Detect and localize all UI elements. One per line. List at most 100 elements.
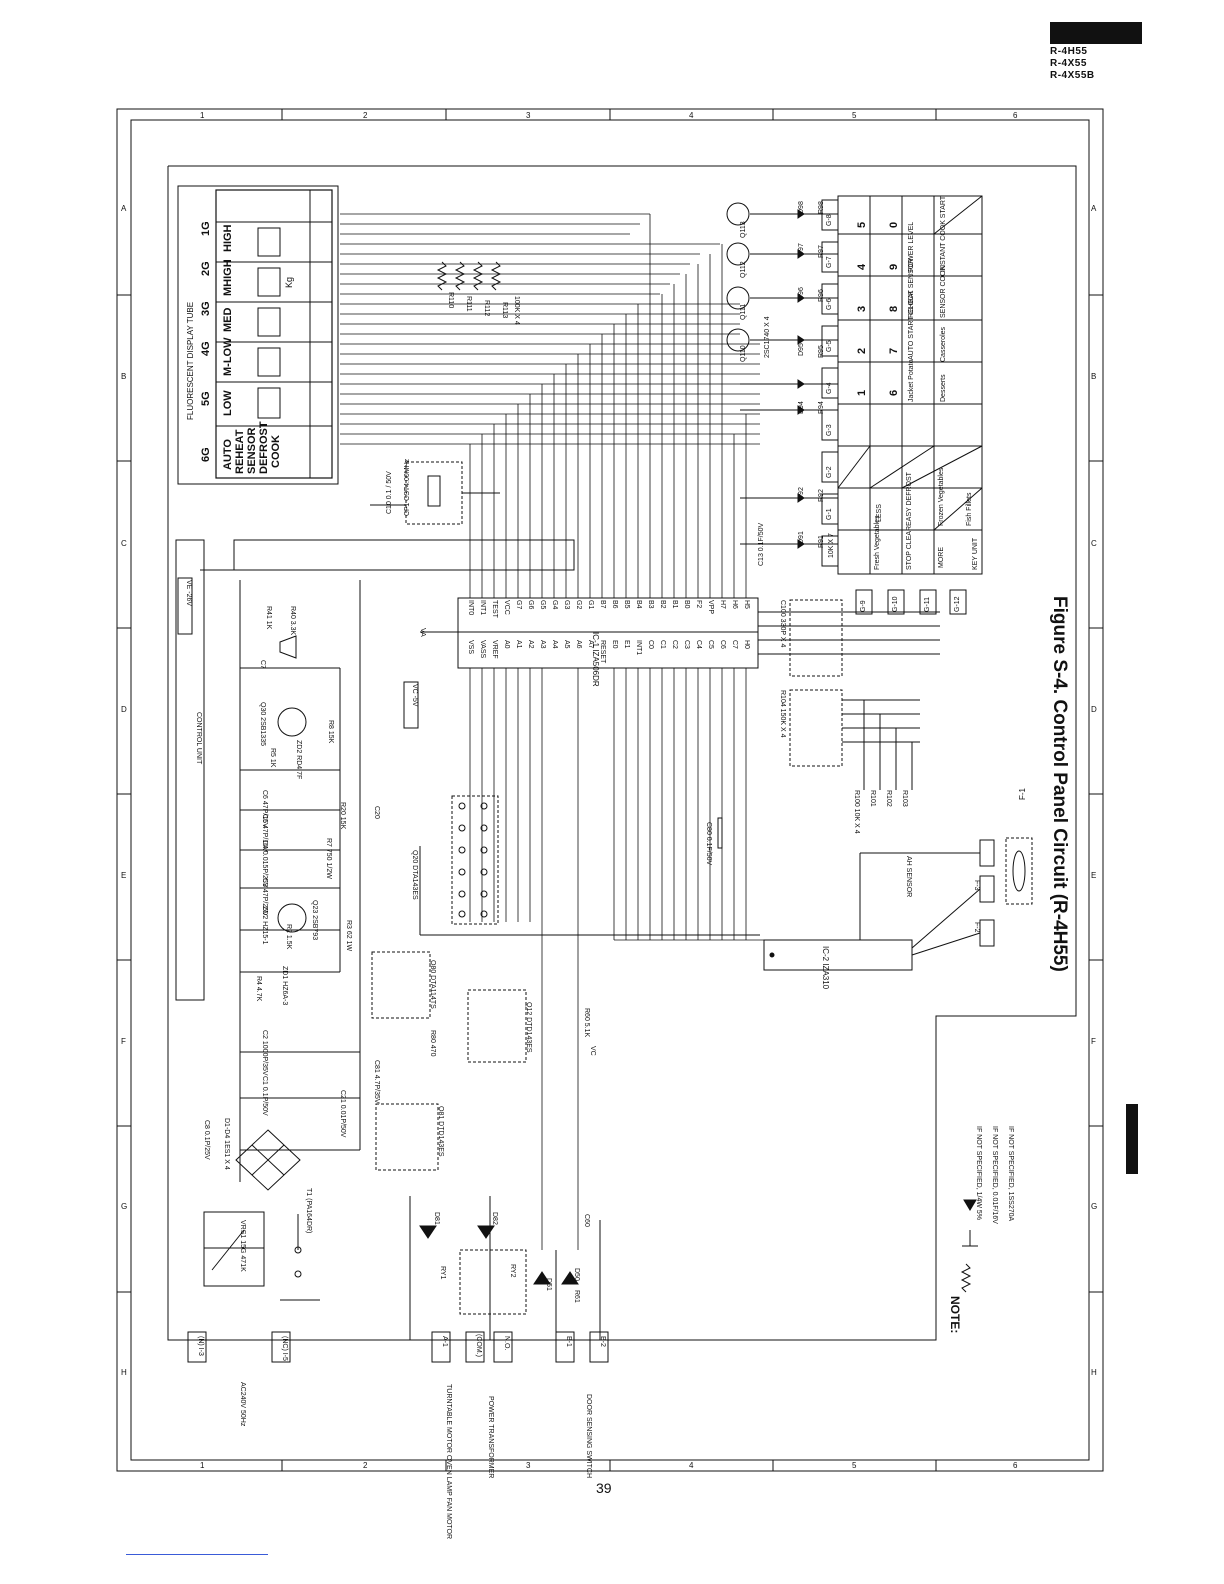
figure-title: Figure S-4. Control Panel Circuit (R-4H5…	[1049, 596, 1070, 972]
ic1-pin: A4	[551, 640, 558, 649]
component-label: R94	[818, 401, 825, 414]
ic1-pin: H7	[719, 600, 726, 609]
ic1-pin: A2	[527, 640, 534, 649]
component-label: 10K X 7	[828, 533, 835, 558]
ic1-label: IC-1 IZA506DR	[591, 632, 600, 687]
display-indicator: Kg	[284, 276, 294, 288]
display-indicator: HIGH	[222, 224, 234, 253]
ic2-label: IC-2 IZA310	[821, 946, 830, 990]
component-label: D91	[798, 531, 805, 544]
component-label: ZD2 HZ15-1	[261, 906, 268, 945]
component-label: CF1 CST4.00MHz	[404, 458, 411, 516]
key-connector: G-12	[954, 596, 961, 612]
model-label: R-4X55	[1050, 58, 1087, 69]
display-indicator: AUTO	[222, 439, 234, 470]
key-label: AUTO START CLOCK	[908, 290, 915, 361]
notes-label: NOTE:	[948, 1296, 962, 1334]
ic1-pin: E0	[611, 640, 618, 649]
grid-column-label: 1	[200, 111, 205, 120]
ic1-pin: F2	[695, 600, 702, 609]
component-label: R20 15K	[339, 802, 346, 830]
component-label: D96	[798, 287, 805, 300]
ic1-pin: B1	[671, 600, 678, 609]
grid-column-label: 4	[689, 111, 694, 120]
model-label: R-4X55B	[1050, 70, 1095, 81]
ic1-pin: B6	[611, 600, 618, 609]
key-label: Casseroles	[940, 326, 947, 362]
ic1-pin: C4	[695, 640, 702, 649]
component-label: D95	[798, 343, 805, 356]
key-label: SENSOR COOK	[940, 265, 947, 318]
component-label: C1 0.1P/50V	[261, 1076, 268, 1116]
output-label: AC240V 50Hz	[239, 1382, 246, 1427]
supply-label: VA	[419, 628, 426, 637]
key-connector: G-10	[892, 596, 899, 612]
page-edge-mark	[1126, 1104, 1138, 1174]
ic1-pin: H5	[743, 600, 750, 609]
ic1-pin: G7	[515, 600, 522, 610]
component-label: C13 0.1F/50V	[758, 522, 765, 566]
ic1-pin: G5	[539, 600, 546, 610]
key-connector: G-9	[860, 600, 867, 612]
grid-row-label: E	[1091, 871, 1097, 880]
grid-row-label: G	[121, 1202, 128, 1211]
key-connector: G-7	[826, 256, 833, 268]
display-indicator: M-LOW	[222, 337, 234, 376]
ic1-pin: G6	[527, 600, 534, 610]
ic1-pin: TEST	[491, 600, 498, 618]
component-label: C20	[373, 806, 380, 819]
key-label: STOP CLEAR	[906, 525, 913, 570]
component-label: R113	[501, 302, 508, 319]
component-label: Q112	[740, 261, 747, 278]
component-label: C60	[583, 1214, 590, 1227]
key-label: Desserts	[940, 374, 947, 402]
note-item: IF NOT SPECIFIED, 0.01F/16V	[991, 1126, 998, 1224]
key-connector: G-4	[826, 382, 833, 394]
grid-row-label: F	[121, 1037, 126, 1046]
page-number: 39	[596, 1480, 612, 1496]
connector-label: N.O.	[503, 1336, 510, 1351]
grid-row-label: A	[1091, 204, 1097, 213]
component-label: R61	[573, 1290, 580, 1303]
key-connector: G-6	[826, 298, 833, 310]
grid-row-label: C	[121, 539, 127, 548]
key-number: 1	[856, 389, 868, 396]
component-label: R110	[447, 292, 454, 309]
component-label: R98	[818, 201, 825, 214]
ic1-pin: C1	[659, 640, 666, 649]
component-label: D1-D4 1ES1 X 4	[223, 1118, 230, 1170]
component-label: R100 10K X 4	[853, 790, 860, 834]
component-label: C2 1000P/35V	[261, 1030, 268, 1076]
ic1-pin: A5	[563, 640, 570, 649]
note-item: IF NOT SPECIFIED, 1/4W 5%	[975, 1126, 982, 1221]
key-label: MORE	[938, 547, 945, 568]
connector-label: F-2	[973, 922, 980, 933]
ic2-chip	[763, 939, 913, 971]
key-connector: G-11	[924, 596, 931, 612]
component-label: C21 0.01P/50V	[339, 1090, 346, 1138]
component-label: R60 5.1K	[583, 1008, 590, 1038]
connector-label: B-1	[565, 1336, 572, 1347]
component-label: Q20 DTA143ES	[411, 850, 418, 900]
component-label: D50	[573, 1268, 580, 1281]
key-number: 5	[856, 221, 868, 228]
component-label: ZD2 RD4.7F	[295, 740, 302, 780]
ic1-pin: VSS	[467, 640, 474, 655]
grid-row-label: F	[1091, 1037, 1096, 1046]
component-label: C100 330P X 4	[779, 600, 786, 648]
connector-label: A-1	[441, 1336, 448, 1347]
component-label: AH SENSOR	[905, 856, 912, 898]
ic1-pin: B5	[623, 600, 630, 609]
component-label: R2 1.5K	[285, 924, 292, 950]
grid-column-label: 5	[852, 1461, 857, 1470]
key-number: 6	[888, 389, 900, 396]
component-label: R7 750 1/2W	[325, 838, 332, 879]
inner-border	[130, 119, 1090, 1461]
grid-row-label: B	[121, 372, 127, 381]
display-indicator: COOK	[270, 435, 282, 468]
component-label: R102	[885, 790, 892, 807]
display-grid-label: 1G	[200, 221, 212, 236]
grid-column-label: 5	[852, 111, 857, 120]
ic1-pin: C2	[671, 640, 678, 649]
ic1-pin: VPP	[707, 600, 714, 615]
